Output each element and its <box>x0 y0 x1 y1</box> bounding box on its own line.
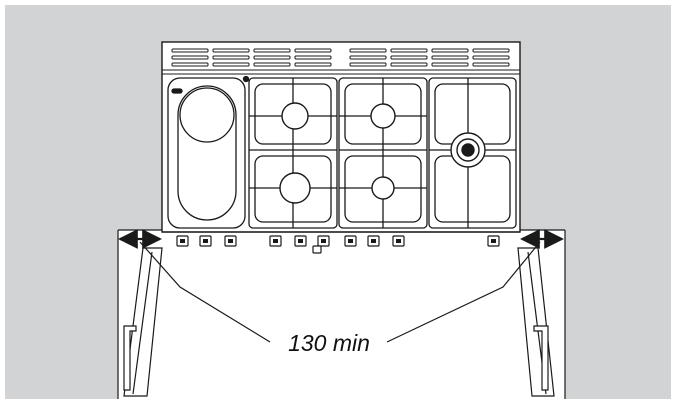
hotplate-icon <box>167 75 250 229</box>
gas-burner-icon <box>370 103 396 200</box>
left-cabinet-door <box>123 247 163 397</box>
gas-burner-icon <box>450 132 486 168</box>
right-cabinet-door <box>517 247 555 397</box>
leader-lines <box>139 241 541 343</box>
range-cooker <box>161 41 521 254</box>
clearance-label: 130 min <box>288 330 370 356</box>
knob-pointers <box>180 239 496 243</box>
pan-support-middle <box>338 77 428 229</box>
rear-vent <box>161 41 521 75</box>
gas-burner-icon <box>279 102 311 204</box>
